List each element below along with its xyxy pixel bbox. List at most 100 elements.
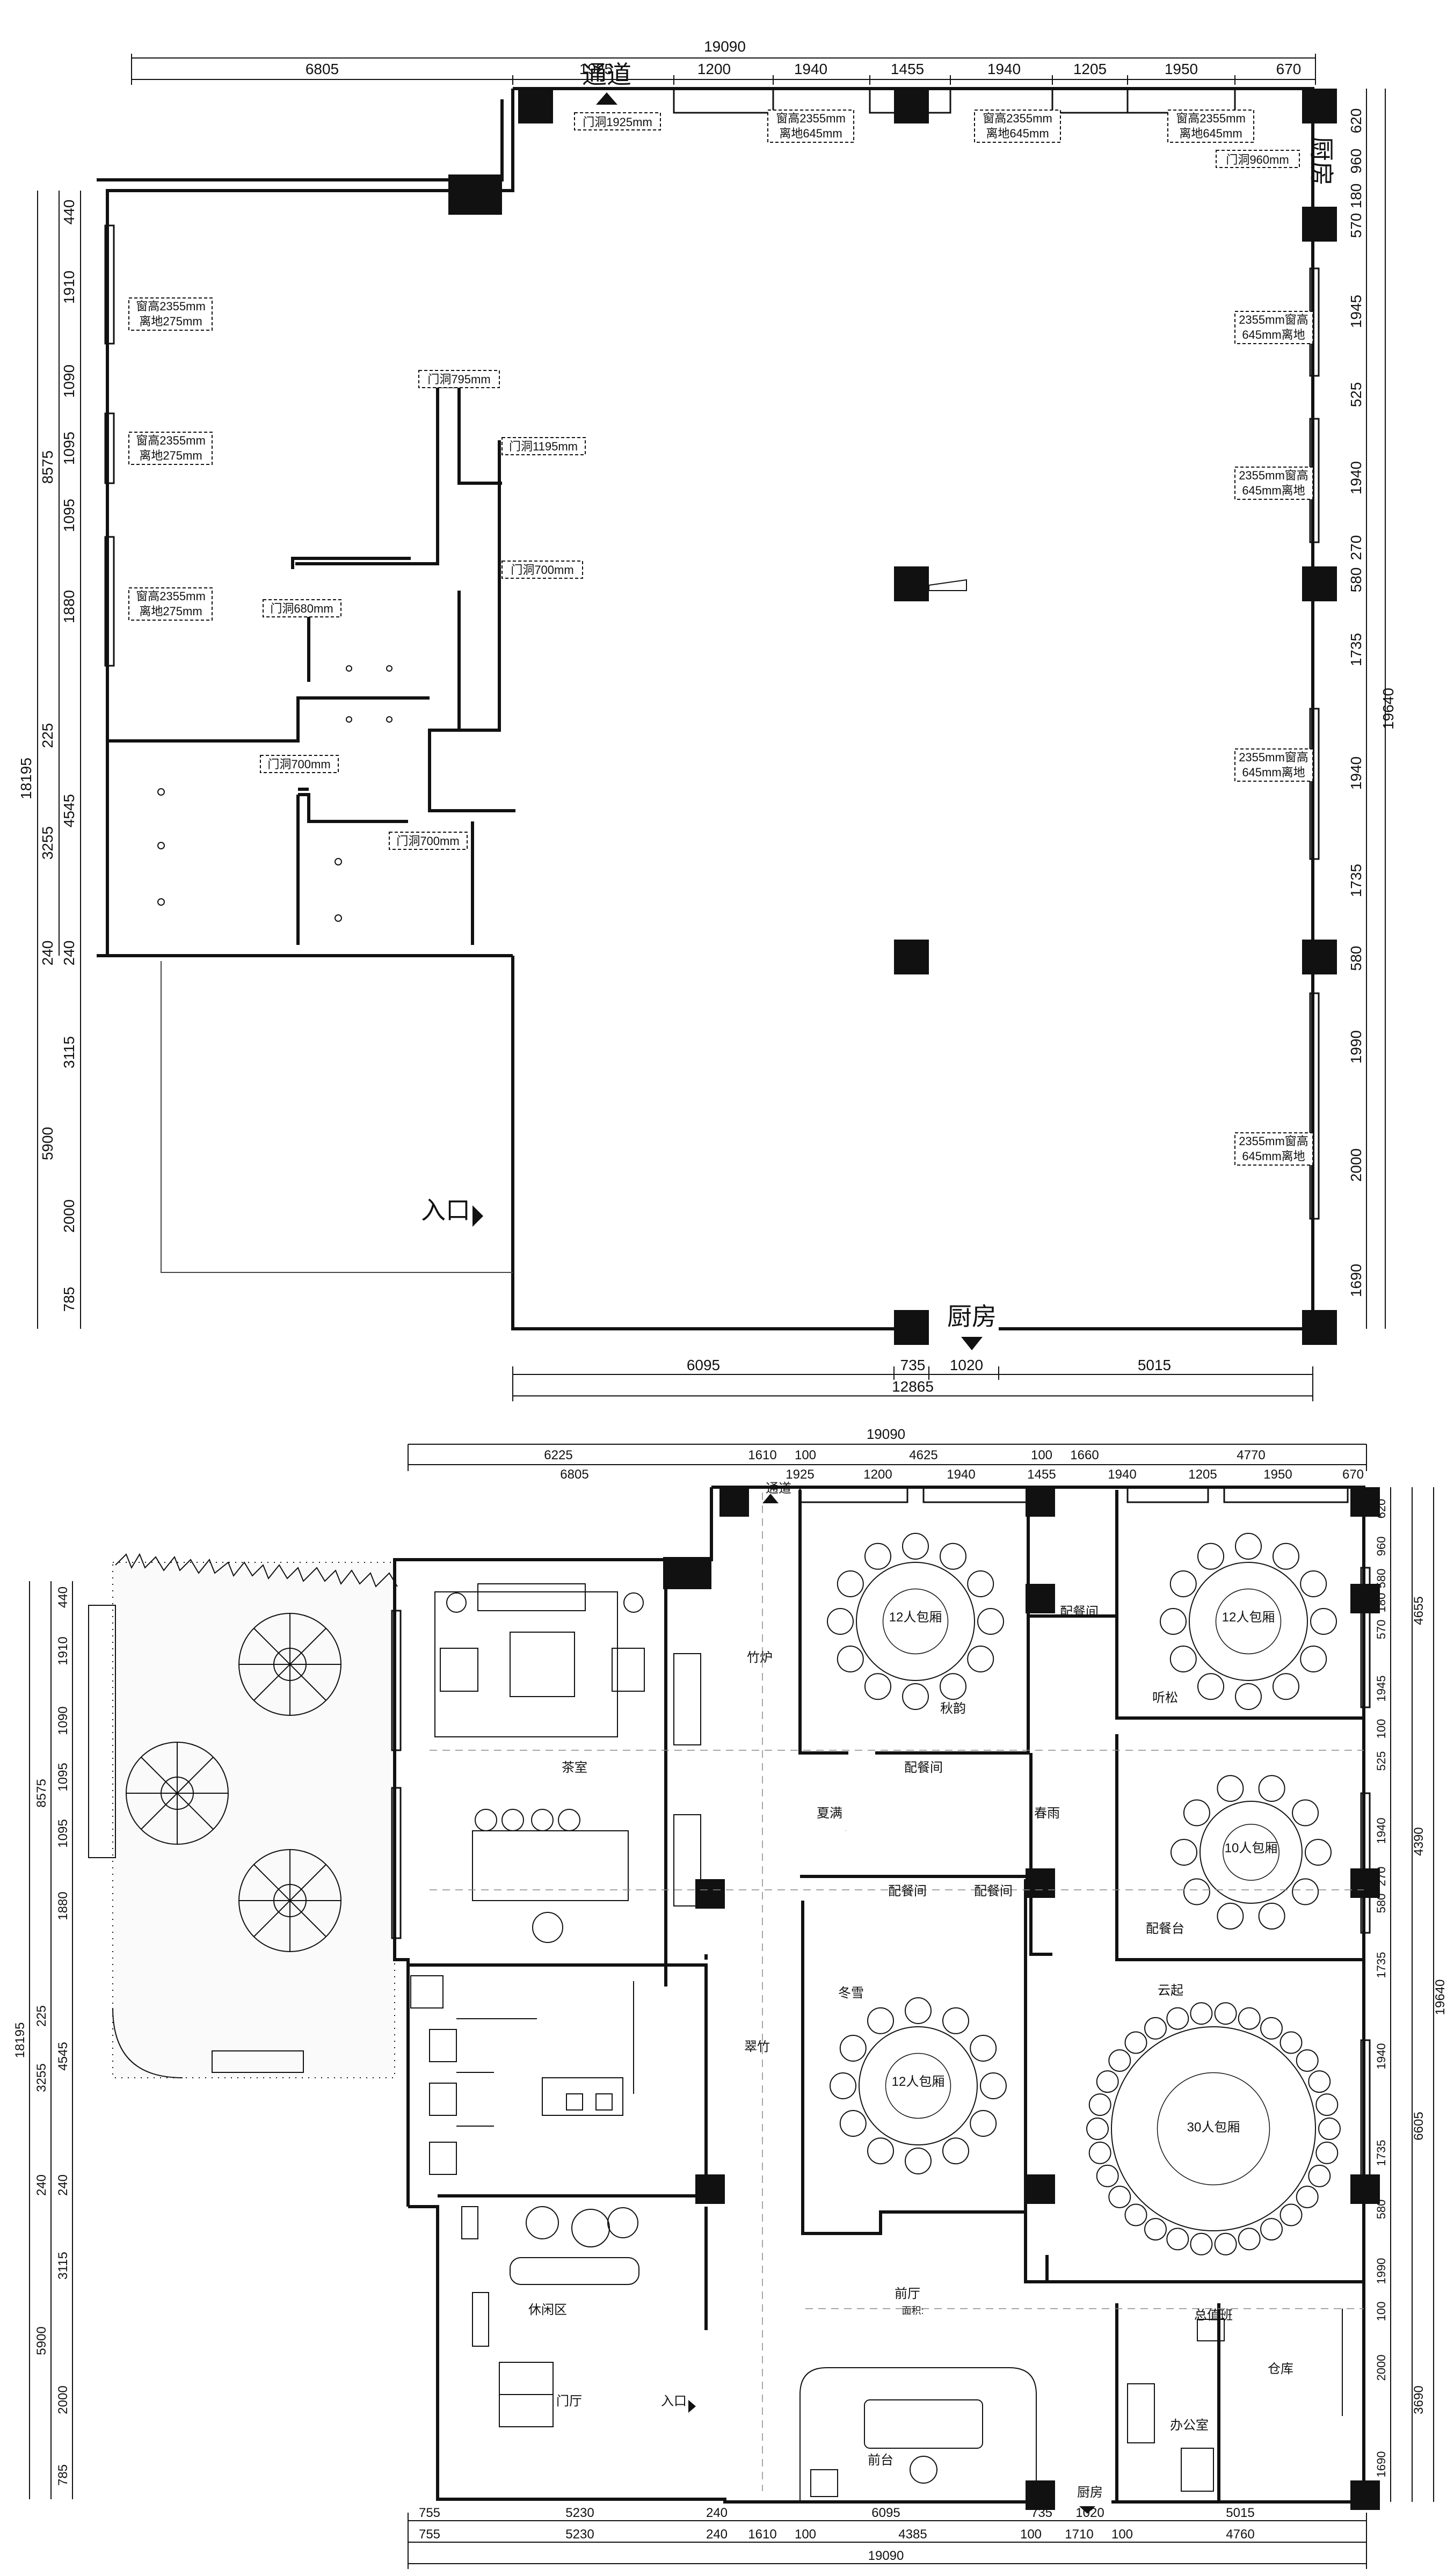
dim-label: 1735 bbox=[1375, 2140, 1388, 2166]
chair bbox=[1096, 2070, 1119, 2093]
door-note: 门洞700mm bbox=[267, 758, 330, 771]
chair bbox=[1308, 2164, 1331, 2187]
dim-label: 1200 bbox=[863, 1467, 892, 1482]
dim-label: 1200 bbox=[697, 61, 731, 77]
bottom-top-dim-labels-2: 6805 1925 1200 1940 1455 1940 1205 1950 … bbox=[560, 1467, 1364, 1482]
chair bbox=[1273, 1673, 1299, 1700]
dim-label: 1020 bbox=[1075, 2506, 1104, 2520]
dim-label: 525 bbox=[1348, 382, 1364, 407]
dim-label: 5015 bbox=[1138, 1357, 1171, 1373]
chair bbox=[1315, 2141, 1339, 2164]
chair bbox=[1258, 1775, 1285, 1802]
room-label-pantry3: 配餐间 bbox=[888, 1884, 927, 1898]
room-label-pantry2: 配餐间 bbox=[904, 1760, 943, 1775]
dim-label: 580 bbox=[1348, 946, 1364, 971]
chair bbox=[1214, 2232, 1237, 2255]
dim-label: 1925 bbox=[786, 1467, 814, 1482]
room-label-kitchen: 厨房 bbox=[1077, 2485, 1103, 2500]
bottom-walls bbox=[393, 1486, 1365, 2504]
chair bbox=[1310, 1608, 1337, 1635]
lazy-susan bbox=[882, 1588, 949, 1655]
chair bbox=[1190, 2002, 1213, 2025]
room-label-xiaman: 夏满 bbox=[817, 1806, 842, 1821]
dim-label: 1095 bbox=[61, 432, 77, 465]
dim-label: 6095 bbox=[871, 2506, 900, 2520]
dim-label: 5230 bbox=[565, 2527, 594, 2542]
door-note: 门洞700mm bbox=[396, 834, 459, 848]
window-note: 离地645mm bbox=[1179, 127, 1242, 140]
room-label-entrance: 入口 bbox=[661, 2394, 687, 2408]
room-labels: 12人包厢 12人包厢 10人包厢 12人包厢 30人包厢 茶室 竹炉 配餐间 … bbox=[528, 1481, 1293, 2500]
dim-label: 180 bbox=[1375, 1593, 1388, 1613]
dim-label: 1940 bbox=[1108, 1467, 1136, 1482]
room-label-10: 10人包厢 bbox=[1225, 1841, 1278, 1855]
room-label-12a: 12人包厢 bbox=[889, 1610, 942, 1625]
chair bbox=[1260, 2218, 1283, 2241]
room-label-qiuyun: 秋韵 bbox=[940, 1701, 966, 1716]
dim-label: 4770 bbox=[1237, 1448, 1265, 1462]
chair bbox=[1279, 2031, 1303, 2054]
room-label-bamboo: 竹炉 bbox=[747, 1650, 773, 1665]
dim-label: 1020 bbox=[950, 1357, 983, 1373]
room-label-reception: 前台 bbox=[868, 2453, 893, 2468]
bottom-windows bbox=[391, 1486, 1371, 2192]
chair bbox=[864, 1542, 891, 1570]
dim-label: 1990 bbox=[1375, 2258, 1388, 2284]
dim-label: 580 bbox=[1375, 2200, 1388, 2220]
top-fixture-dots bbox=[157, 665, 392, 922]
chair bbox=[967, 1646, 994, 1672]
chair bbox=[970, 2035, 997, 2062]
dim-label: 755 bbox=[419, 2527, 440, 2542]
chair bbox=[867, 2007, 894, 2034]
chair bbox=[1124, 2031, 1147, 2054]
dim-label: 2000 bbox=[61, 1199, 77, 1233]
chair bbox=[1144, 2017, 1167, 2040]
dim-label: 735 bbox=[1031, 2506, 1052, 2520]
room-label-office: 办公室 bbox=[1170, 2418, 1209, 2433]
bottom-bottom-total: 19090 bbox=[868, 2549, 904, 2563]
chair bbox=[1238, 2007, 1261, 2030]
dim-label: 1095 bbox=[61, 499, 77, 532]
chair bbox=[1088, 2141, 1111, 2164]
chair bbox=[905, 1997, 932, 2024]
dim-label: 580 bbox=[1375, 1569, 1388, 1589]
dim-label: 1910 bbox=[61, 271, 77, 304]
window-note: 离地275mm bbox=[139, 449, 202, 462]
door-note: 门洞680mm bbox=[270, 602, 333, 615]
dim-label: 6225 bbox=[544, 1448, 572, 1462]
top-dimension-chain bbox=[131, 54, 1316, 85]
dim-label: 3255 bbox=[34, 2063, 49, 2092]
chair bbox=[1235, 1533, 1262, 1560]
dim-label: 1095 bbox=[56, 1819, 70, 1847]
dining-table bbox=[1199, 1801, 1303, 1904]
dim-label: 240 bbox=[706, 2506, 728, 2520]
window-note: 645mm离地 bbox=[1242, 484, 1305, 497]
axis-lines bbox=[430, 1493, 1364, 2491]
bottom-bottom-dim-labels-2: 755 5230 240 1610 100 4385 100 1710 100 … bbox=[419, 2527, 1255, 2542]
chair bbox=[1238, 2228, 1261, 2251]
dim-label: 2000 bbox=[56, 2385, 70, 2414]
dim-label: 1880 bbox=[61, 590, 77, 623]
dim-label: 620 bbox=[1375, 1499, 1388, 1519]
chair bbox=[839, 2110, 867, 2137]
chair bbox=[867, 2137, 894, 2165]
kitchen-label: 厨房 bbox=[947, 1302, 997, 1330]
dim-label: 1735 bbox=[1375, 1952, 1388, 1978]
dim-label: 1945 bbox=[1348, 295, 1364, 328]
dim-label: 1940 bbox=[1348, 756, 1364, 790]
chair bbox=[837, 1646, 864, 1672]
dim-label: 1950 bbox=[1263, 1467, 1292, 1482]
room-label-30: 30人包厢 bbox=[1187, 2120, 1240, 2135]
window-note: 窗高2355mm bbox=[136, 590, 206, 603]
lazy-susan bbox=[1157, 2072, 1270, 2186]
door-note: 门洞1195mm bbox=[509, 440, 578, 453]
door-note: 门洞1925mm bbox=[583, 115, 652, 129]
dim-label: 1940 bbox=[1375, 1818, 1388, 1844]
lazy-susan bbox=[885, 2053, 951, 2119]
dim-label: 1090 bbox=[61, 365, 77, 398]
garden-corner bbox=[112, 2007, 183, 2078]
window-note: 离地275mm bbox=[139, 315, 202, 328]
dim-label: 1940 bbox=[794, 61, 827, 77]
room-label-corridor: 通道 bbox=[766, 1481, 791, 1496]
room-label-chunyu: 春雨 bbox=[1034, 1806, 1060, 1821]
